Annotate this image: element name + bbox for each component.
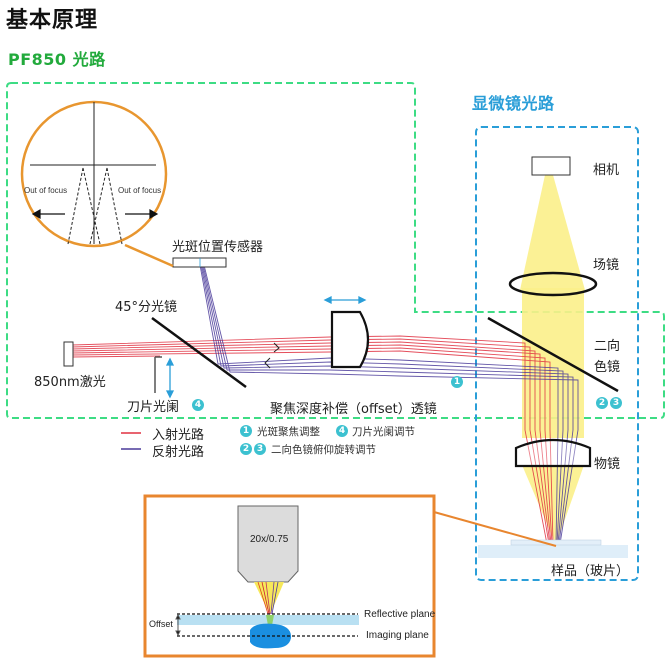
knife-aperture-label: 刀片光阑	[127, 400, 180, 415]
imaging-sample-blob	[250, 623, 292, 649]
inset-objective-label: 20x/0.75	[250, 534, 289, 545]
page-title: 基本原理	[6, 8, 99, 33]
badge-3-icon: 3	[610, 397, 622, 409]
offset-label: Offset	[149, 619, 173, 629]
pf850-region-border	[6, 82, 665, 419]
pf850-section-title: PF850 光路	[8, 50, 106, 69]
legend-badge-4-icon: 4	[336, 425, 348, 437]
offset-lens-arrow	[323, 295, 367, 305]
sensor-shape	[172, 257, 227, 268]
beam-splitter-shape	[151, 316, 247, 389]
inset-connector	[433, 511, 557, 547]
offset-arrow	[175, 613, 181, 637]
out-of-focus-right: Out of focus	[118, 186, 162, 195]
objective-cone	[522, 465, 584, 545]
legend-adj1-label: 光斑聚焦调整	[257, 426, 320, 438]
imaging-plane-label: Imaging plane	[366, 630, 429, 641]
beam-splitter-label: 45°分光镜	[115, 300, 178, 315]
out-of-focus-arrows	[31, 208, 159, 220]
legend-badge-1-icon: 1	[240, 425, 252, 437]
sample-label: 样品（玻片）	[551, 564, 630, 579]
field-lens-shape	[508, 271, 598, 297]
badge-1-icon: 1	[451, 376, 463, 388]
knife-aperture-shape	[154, 356, 162, 393]
reflected-rays	[199, 264, 579, 545]
magnifier-connector	[124, 243, 174, 268]
dichroic-mirror-shape	[487, 316, 619, 393]
knife-adjust-arrow	[165, 357, 175, 399]
camera-beam	[520, 175, 585, 290]
camera-label: 相机	[593, 163, 620, 178]
legend-incident-label: 入射光路	[152, 428, 205, 443]
incident-rays	[71, 335, 554, 545]
dichroic-label-2: 色镜	[594, 360, 621, 375]
badge-4-icon: 4	[192, 399, 204, 411]
laser-label: 850nm激光	[34, 375, 106, 390]
sensor-label: 光斑位置传感器	[172, 240, 264, 255]
inset-objective	[237, 505, 299, 583]
dichroic-label-1: 二向	[594, 339, 621, 354]
legend-badge-3-icon: 3	[254, 443, 266, 455]
reflective-plane-label: Reflective plane	[364, 609, 436, 620]
legend-badge-2-icon: 2	[240, 443, 252, 455]
laser-shape	[63, 341, 74, 367]
field-lens-label: 场镜	[593, 258, 620, 273]
legend-adj23-label: 二向色镜俯仰旋转调节	[271, 444, 376, 456]
microscope-section-title: 显微镜光路	[472, 94, 555, 113]
legend-adj4-label: 刀片光阑调节	[352, 426, 415, 438]
objective-label: 物镜	[594, 457, 621, 472]
sample-slide	[478, 545, 628, 558]
out-of-focus-left: Out of focus	[24, 186, 68, 195]
coverslip	[510, 539, 602, 546]
main-beam	[522, 288, 584, 438]
offset-lens-label: 聚焦深度补偿（offset）透镜	[270, 402, 437, 417]
badge-2-icon: 2	[596, 397, 608, 409]
legend-reflected-label: 反射光路	[152, 445, 205, 460]
offset-lens-shape	[330, 310, 370, 369]
camera-shape	[531, 156, 571, 176]
objective-shape	[514, 438, 592, 468]
